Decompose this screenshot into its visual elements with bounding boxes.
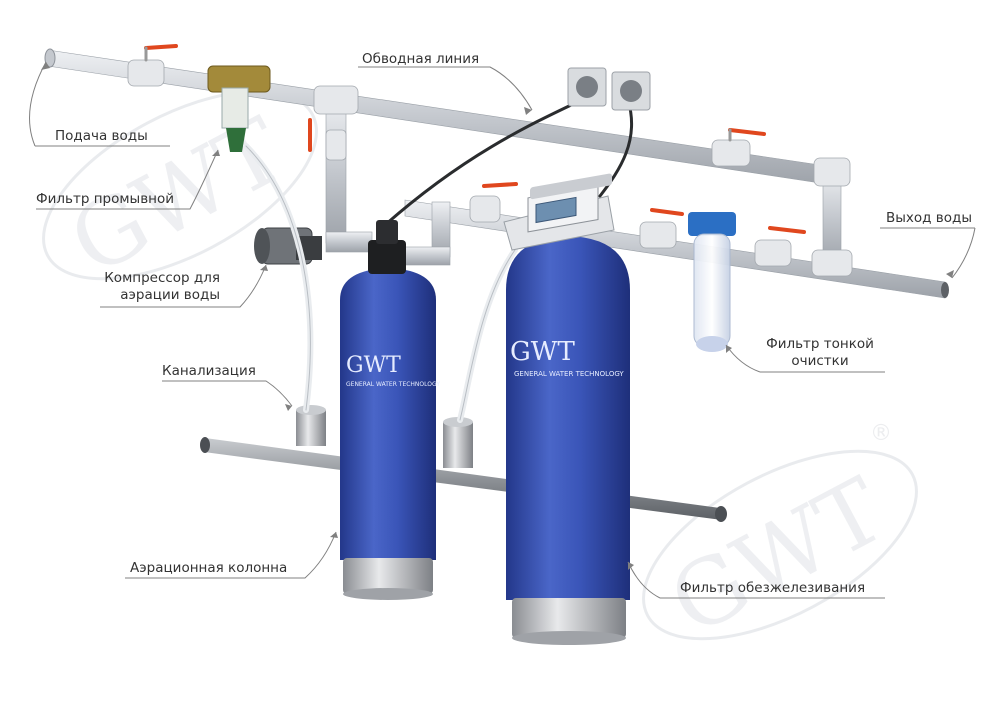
elbow-fitting-top [813, 157, 851, 187]
fine-filter-housing [688, 212, 736, 352]
valve-handles [144, 44, 806, 234]
label-fine-filter: Фильтр тонкой очистки [766, 336, 874, 369]
tee-fitting-1 [313, 85, 359, 115]
coupling-4 [639, 221, 677, 249]
svg-text:®: ® [870, 421, 892, 446]
drain-cup-right [443, 417, 473, 468]
label-flush-filter: Фильтр промывной [36, 191, 175, 207]
control-valve-head [503, 173, 615, 251]
tee-fitting-outlet [811, 249, 853, 277]
coupling-vertical [325, 129, 347, 161]
power-sockets [567, 67, 651, 111]
coupling-3 [469, 195, 501, 223]
leader-arrowheads [41, 62, 954, 570]
aeration-tank-logo-sub: GENERAL WATER TECHNOLOGY [346, 381, 440, 388]
label-iron-removal-filter: Фильтр обезжелезивания [680, 580, 866, 596]
aeration-tank-logo: GWT [346, 353, 401, 378]
svg-text:GWT: GWT [654, 458, 901, 656]
label-sewer: Канализация [162, 363, 256, 379]
label-water-outlet: Выход воды [886, 210, 973, 226]
column-inlet-pipe [325, 97, 347, 244]
iron-removal-filter-tank [506, 236, 630, 645]
compressor-body [254, 227, 322, 265]
aeration-column-tank [340, 220, 436, 600]
coupling-1 [127, 59, 165, 87]
column-inlet-elbow [325, 231, 373, 253]
drain-cup-left [296, 405, 326, 446]
label-bypass-line: Обводная линия [362, 51, 480, 67]
flush-filter-body [207, 65, 271, 152]
coupling-2 [711, 139, 751, 167]
label-aeration-column: Аэрационная колонна [130, 560, 288, 576]
label-water-supply: Подача воды [55, 128, 148, 144]
iron-tank-logo-sub: GENERAL WATER TECHNOLOGY [514, 370, 624, 378]
iron-tank-logo: GWT [510, 337, 575, 367]
label-compressor: Компрессор для аэрации воды [104, 270, 220, 303]
coupling-5 [754, 239, 792, 267]
watermark-logo-right: GWT ® [642, 421, 918, 656]
